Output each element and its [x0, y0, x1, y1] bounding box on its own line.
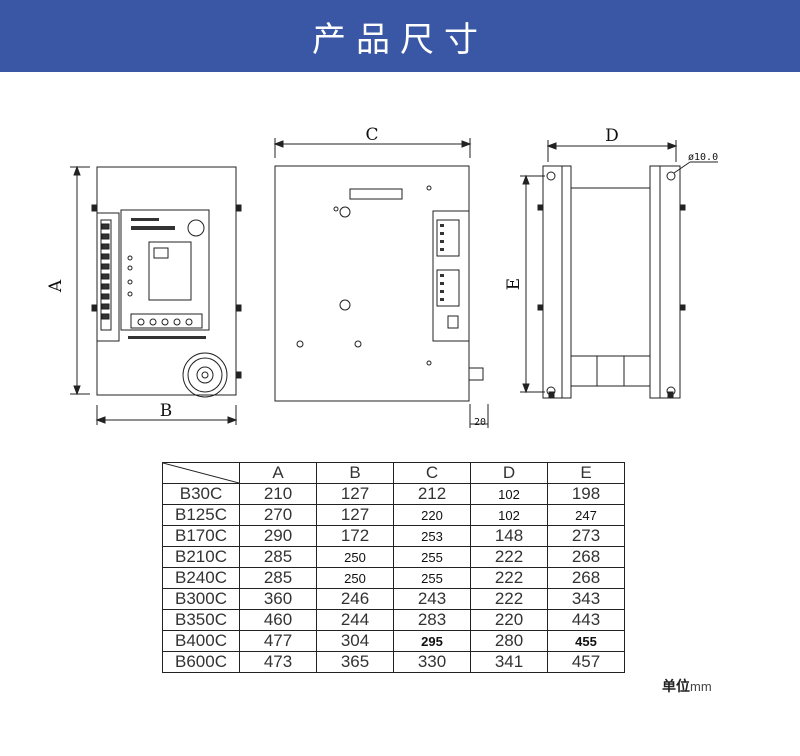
unit-label: 单位 [662, 679, 690, 695]
row-model: B300C [162, 588, 240, 610]
dimension-label-e: E [504, 278, 524, 290]
cell-e: 343 [547, 588, 625, 610]
cell-d: 102 [470, 504, 548, 526]
dimension-label-d: D [605, 126, 619, 146]
front-view [70, 165, 242, 425]
table-row: B125C 270 127 220 102 247 [162, 504, 625, 526]
cell-c: 253 [393, 525, 471, 547]
dimension-drawing: A B C 20 [46, 125, 718, 428]
dimension-label-c: C [365, 125, 378, 145]
cell-b: 250 [316, 567, 394, 589]
unit-note: 单位mm [662, 676, 712, 696]
cell-c: 220 [393, 504, 471, 526]
cell-d: 222 [470, 588, 548, 610]
cell-e: 443 [547, 609, 625, 631]
cell-a: 270 [239, 504, 317, 526]
table-header-row: A B C D E [162, 462, 625, 484]
cell-b: 127 [316, 483, 394, 505]
cell-b: 246 [316, 588, 394, 610]
row-model: B240C [162, 567, 240, 589]
title-banner: 产品尺寸 [0, 0, 800, 72]
cell-a: 290 [239, 525, 317, 547]
table-row: B170C 290 172 253 148 273 [162, 525, 625, 547]
row-model: B30C [162, 483, 240, 505]
table-row: B300C 360 246 243 222 343 [162, 588, 625, 610]
cell-c: 295 [393, 630, 471, 652]
row-model: B170C [162, 525, 240, 547]
row-model: B210C [162, 546, 240, 568]
table-header-a: A [239, 462, 317, 484]
cell-c: 330 [393, 651, 471, 673]
table-row: B350C 460 244 283 220 443 [162, 609, 625, 631]
cell-e: 198 [547, 483, 625, 505]
cell-e: 268 [547, 546, 625, 568]
cell-d: 222 [470, 567, 548, 589]
row-model: B400C [162, 630, 240, 652]
table-header-e: E [547, 462, 625, 484]
banner-title: 产品尺寸 [312, 19, 488, 60]
table-row: B30C 210 127 212 102 198 [162, 483, 625, 505]
cell-a: 285 [239, 546, 317, 568]
side-board-pins [440, 224, 444, 301]
unit-value: mm [690, 679, 712, 694]
cell-d: 220 [470, 609, 548, 631]
cell-d: 280 [470, 630, 548, 652]
hole-diameter-label: ø10.0 [688, 152, 718, 163]
cell-e: 455 [547, 630, 625, 652]
cell-d: 148 [470, 525, 548, 547]
cell-d: 341 [470, 651, 548, 673]
cell-c: 283 [393, 609, 471, 631]
table-header-b: B [316, 462, 394, 484]
table-header-d: D [470, 462, 548, 484]
cell-d: 102 [470, 483, 548, 505]
row-model: B600C [162, 651, 240, 673]
cell-a: 210 [239, 483, 317, 505]
dimension-label-a: A [46, 279, 66, 293]
top-view [520, 140, 718, 399]
cell-e: 273 [547, 525, 625, 547]
cell-a: 360 [239, 588, 317, 610]
cell-b: 172 [316, 525, 394, 547]
cell-b: 127 [316, 504, 394, 526]
table-row: B600C 473 365 330 341 457 [162, 651, 625, 673]
cell-d: 222 [470, 546, 548, 568]
cell-b: 365 [316, 651, 394, 673]
row-model: B125C [162, 504, 240, 526]
dimension-table: A B C D E B30C 210 127 212 102 198 B125C… [162, 462, 625, 673]
cell-b: 250 [316, 546, 394, 568]
cell-e: 247 [547, 504, 625, 526]
row-model: B350C [162, 609, 240, 631]
cell-c: 255 [393, 567, 471, 589]
cell-b: 304 [316, 630, 394, 652]
cell-c: 255 [393, 546, 471, 568]
table-corner-cell [162, 462, 240, 484]
cell-a: 460 [239, 609, 317, 631]
side-view [273, 138, 489, 428]
cell-a: 477 [239, 630, 317, 652]
table-header-c: C [393, 462, 471, 484]
cell-c: 243 [393, 588, 471, 610]
cell-e: 268 [547, 567, 625, 589]
front-text-lines [128, 218, 206, 339]
cell-a: 285 [239, 567, 317, 589]
cell-e: 457 [547, 651, 625, 673]
cell-a: 473 [239, 651, 317, 673]
diagonal-line [163, 463, 239, 483]
cell-c: 212 [393, 483, 471, 505]
table-row: B210C 285 250 255 222 268 [162, 546, 625, 568]
table-row: B400C 477 304 295 280 455 [162, 630, 625, 652]
dimension-label-b: B [160, 401, 173, 421]
table-row: B240C 285 250 255 222 268 [162, 567, 625, 589]
cell-b: 244 [316, 609, 394, 631]
depth-label: 20 [474, 417, 486, 428]
